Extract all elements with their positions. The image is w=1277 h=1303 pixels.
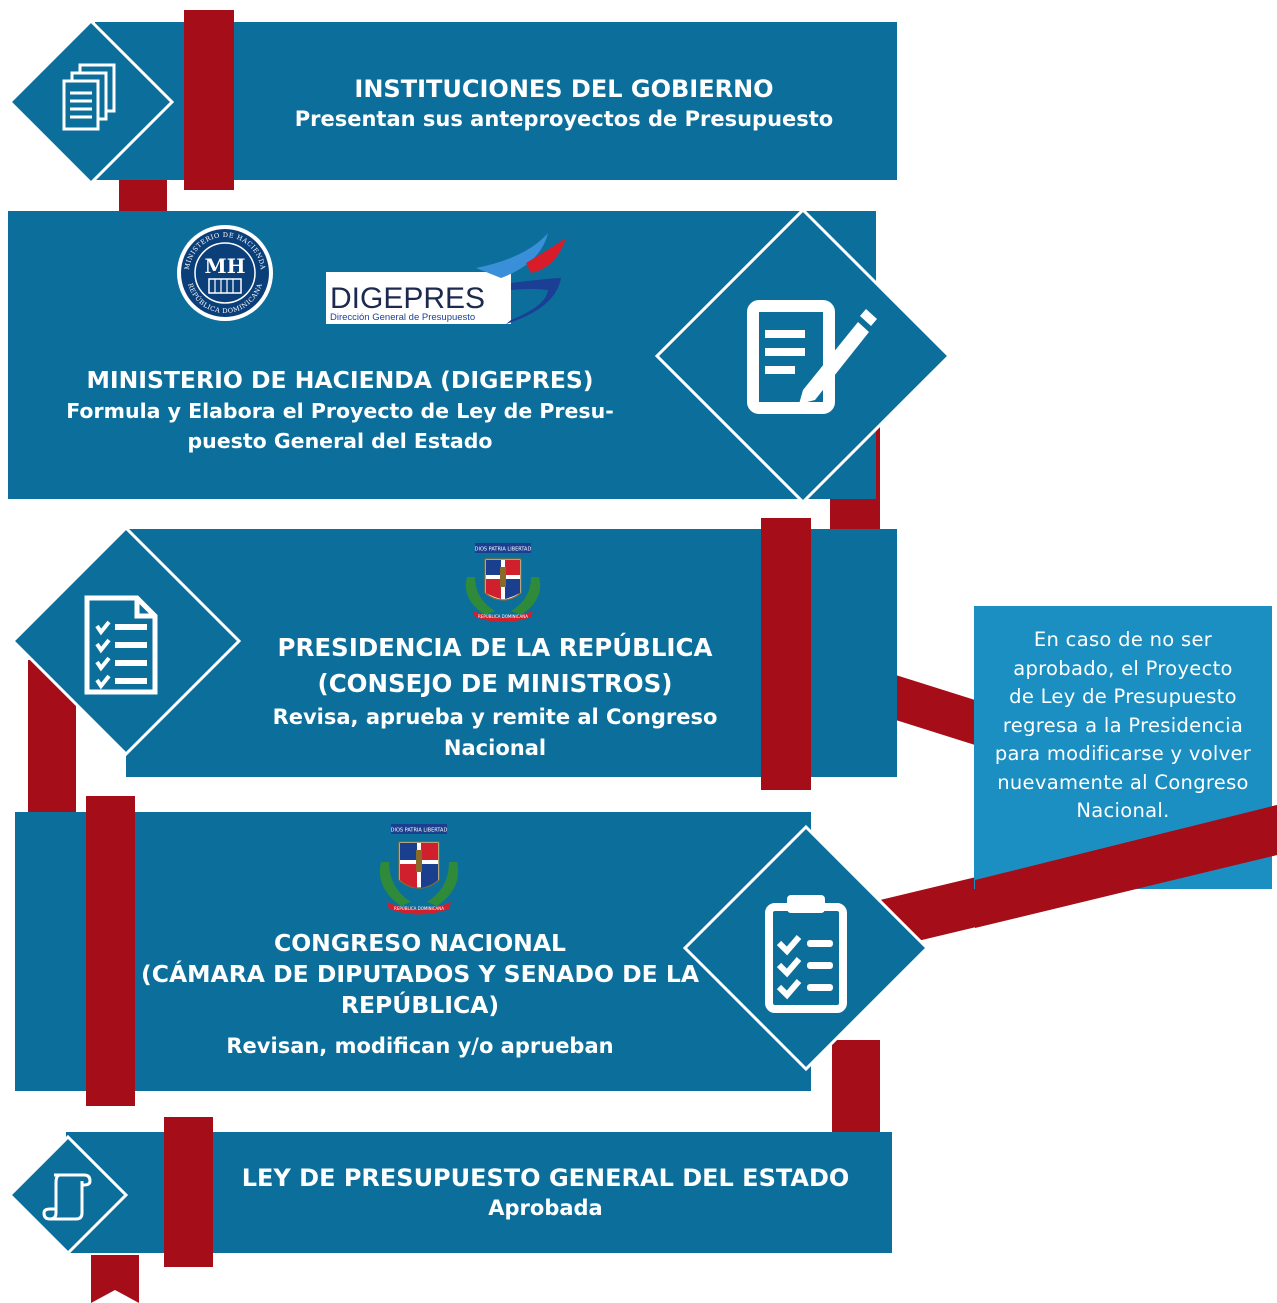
- step-1-title: INSTITUCIONES DEL GOBIERNO: [354, 75, 774, 103]
- step-5-title: LEY DE PRESUPUESTO GENERAL DEL ESTADO: [241, 1164, 850, 1192]
- step-5-diamond: [7, 1134, 129, 1256]
- step-4-desc: Revisan, modifican y/o aprueban: [226, 1034, 614, 1058]
- step-4-title-line2: (CÁMARA DE DIPUTADOS Y SENADO DE LA: [140, 960, 700, 988]
- ribbon-diagonal-upper: [880, 670, 975, 745]
- note-line-6: nuevamente al Congreso: [997, 770, 1249, 794]
- ribbon-tail: [91, 1255, 139, 1303]
- presidencia-emblem-banner: DIOS PATRIA LIBERTAD: [475, 547, 532, 553]
- mh-seal-letters: MH: [204, 254, 245, 278]
- note-line-1: En caso de no ser: [1033, 628, 1213, 651]
- step-3-desc-line2: Nacional: [443, 736, 547, 760]
- step-2-diamond: [654, 207, 952, 505]
- edit-document-icon: [747, 300, 877, 414]
- step-3-title-line2: (CONSEJO DE MINISTROS): [317, 669, 673, 698]
- congreso-emblem-banner: DIOS PATRIA LIBERTAD: [391, 828, 448, 834]
- step-3-title-line1: PRESIDENCIA DE LA REPÚBLICA: [277, 633, 713, 662]
- step-1-text: INSTITUCIONES DEL GOBIERNO Presentan sus…: [234, 74, 894, 134]
- step-4-title-line3: REPÚBLICA): [340, 991, 500, 1019]
- coat-of-arms-congreso: DIOS PATRIA LIBERTAD REPÚBLICA DOMINICAN…: [379, 824, 459, 915]
- step-1-ribbon: [184, 10, 234, 190]
- step-3-diamond: [10, 525, 242, 757]
- step-4-title-line1: CONGRESO NACIONAL: [273, 929, 567, 957]
- checklist-document-icon: [84, 595, 158, 695]
- note-line-3: de Ley de Presupuesto: [1009, 685, 1237, 708]
- step-5-desc: Aprobada: [488, 1196, 603, 1220]
- step-1-desc: Presentan sus anteproyectos de Presupues…: [294, 107, 834, 131]
- step-1-diamond: [7, 18, 175, 186]
- note-box: En caso de no ser aprobado, el Proyecto …: [974, 606, 1272, 889]
- clipboard-checklist-icon: [765, 895, 847, 1013]
- step-5-text: LEY DE PRESUPUESTO GENERAL DEL ESTADO Ap…: [213, 1162, 878, 1222]
- congreso-emblem-ribbon: REPÚBLICA DOMINICANA: [394, 906, 444, 911]
- step-4-text: CONGRESO NACIONAL (CÁMARA DE DIPUTADOS Y…: [135, 928, 705, 1061]
- step-2-title: MINISTERIO DE HACIENDA (DIGEPRES): [86, 366, 594, 394]
- digepres-subtitle: Dirección General de Presupuesto: [330, 312, 475, 323]
- documents-icon: [62, 63, 116, 131]
- coat-of-arms-presidencia: DIOS PATRIA LIBERTAD REPÚBLICA DOMINICAN…: [465, 543, 541, 622]
- step-2-text: MINISTERIO DE HACIENDA (DIGEPRES) Formul…: [20, 365, 660, 456]
- note-line-5: para modificarse y volver: [994, 742, 1252, 765]
- digepres-name: DIGEPRES: [330, 282, 485, 315]
- step-5-ribbon: [164, 1117, 213, 1267]
- scroll-icon: [42, 1173, 92, 1221]
- step-4-ribbon: [86, 796, 135, 1106]
- note-line-4: regresa a la Presidencia: [1002, 713, 1244, 737]
- step-3-desc-line1: Revisa, aprueba y remite al Congreso: [272, 705, 718, 729]
- step-3-ribbon: [761, 518, 811, 790]
- ministerio-hacienda-seal: MH MINISTERIO DE HACIENDA REPÚBLICA DOMI…: [177, 225, 273, 321]
- note-line-2: aprobado, el Proyecto: [1013, 656, 1233, 680]
- digepres-logo: DIGEPRES Dirección General de Presupuest…: [326, 233, 566, 324]
- step-3-text: PRESIDENCIA DE LA REPÚBLICA (CONSEJO DE …: [240, 630, 750, 764]
- ribbon-right-connector-2: [832, 1040, 880, 1140]
- step-4-diamond: [682, 824, 930, 1072]
- step-2-desc-line1: Formula y Elabora el Proyecto de Ley de …: [66, 399, 614, 423]
- note-line-7: Nacional.: [1076, 799, 1170, 822]
- step-2-desc-line2: puesto General del Estado: [187, 429, 493, 453]
- presidencia-emblem-ribbon: REPÚBLICA DOMINICANA: [478, 614, 528, 619]
